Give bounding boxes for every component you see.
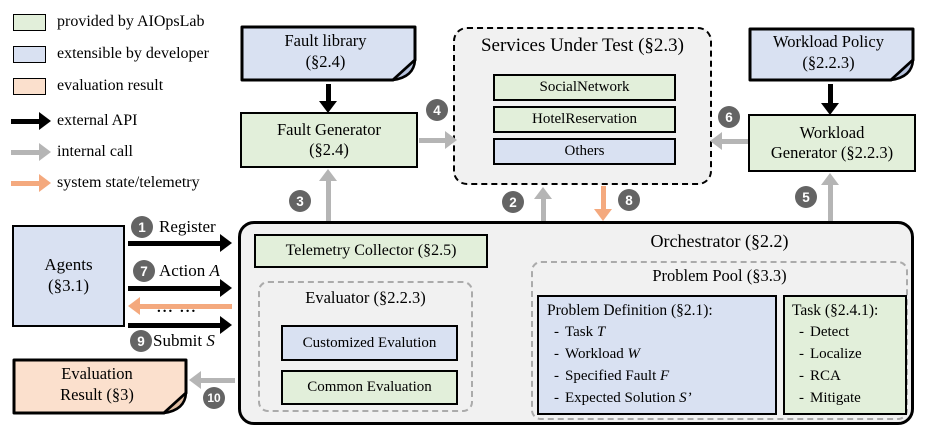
legend-external-api-arrow-icon (11, 112, 51, 130)
document-shape-icon (748, 27, 915, 82)
task-item: -Detect (799, 324, 850, 340)
fault-library-to-generator-arrow (319, 84, 337, 113)
fault-generator-section: (§2.4) (309, 140, 349, 159)
step-badge-3: 3 (289, 190, 311, 212)
step-badge-4: 4 (426, 99, 448, 121)
service-socialnetwork: SocialNetwork (493, 74, 676, 101)
agents-title: Agents (44, 255, 93, 275)
fault-library-section: (§2.4) (305, 51, 346, 71)
fault-library-title: Fault library (284, 30, 367, 50)
legend-swatch-provided (13, 14, 46, 31)
task-item: -RCA (799, 368, 841, 384)
fault-library-doc: Fault library (§2.4) (240, 25, 417, 82)
legend-label-external-api: external API (57, 112, 138, 129)
problem-definition-item: -Workload W (554, 346, 641, 362)
services-telemetry-arrow (594, 186, 612, 221)
problem-definition-title: Problem Definition (§2.1): (547, 302, 713, 319)
problem-definition-box: Problem Definition (§2.1): -Task T -Work… (537, 295, 777, 415)
document-shape-icon (12, 358, 188, 415)
legend-label-telemetry: system state/telemetry (57, 174, 200, 191)
dots-label: ... ... (157, 300, 198, 316)
problem-pool-title: Problem Pool (§3.3) (652, 266, 787, 285)
orchestrator-container: Orchestrator (§2.2) Telemetry Collector … (238, 221, 914, 425)
step-badge-5: 5 (795, 186, 817, 208)
workload-generator-box: Workload Generator (§2.2.3) (748, 114, 916, 172)
submit-label: Submit S (153, 331, 215, 350)
step-badge-10: 10 (203, 387, 225, 409)
step-badge-2: 2 (502, 191, 524, 213)
evaluator-title: Evaluator (§2.2.3) (305, 288, 426, 307)
services-under-test-title: Services Under Test (§2.3) (480, 35, 685, 56)
agents-section: (§3.1) (47, 276, 90, 295)
service-others: Others (493, 138, 676, 165)
result-output-arrow (189, 371, 235, 389)
problem-pool-container: Problem Pool (§3.3) Problem Definition (… (531, 261, 908, 420)
workload-to-services-arrow (710, 132, 748, 150)
legend-label-internal-call: internal call (57, 143, 133, 160)
workload-policy-doc: Workload Policy (§2.2.3) (748, 27, 915, 82)
fault-generator-box: Fault Generator (§2.4) (240, 112, 418, 168)
legend-telemetry-arrow-icon (11, 174, 51, 192)
register-arrow (128, 234, 232, 252)
evaluator-container: Evaluator (§2.2.3) Customized Evalution … (258, 281, 473, 412)
workload-generator-title: Workload (799, 122, 865, 142)
legend-label-provided: provided by AIOpsLab (57, 13, 205, 30)
register-label: Register (159, 217, 216, 236)
action-arrow (128, 279, 232, 297)
orchestrator-to-faultgen-arrow (319, 169, 337, 221)
task-item: -Mitigate (799, 390, 861, 406)
agents-box: Agents (§3.1) (12, 225, 125, 327)
orchestrator-to-services-arrow (534, 187, 552, 221)
workload-policy-section: (§2.2.3) (802, 52, 855, 72)
problem-definition-item: -Specified Fault F (554, 368, 670, 384)
evaluation-result-section: Result (§3) (60, 384, 134, 404)
evaluation-result-doc: Evaluation Result (§3) (12, 358, 188, 415)
fault-to-services-arrow (419, 131, 457, 149)
task-item: -Localize (799, 346, 862, 362)
service-hotelreservation: HotelReservation (493, 106, 676, 133)
legend-label-evaluation: evaluation result (57, 77, 164, 94)
fault-generator-title: Fault Generator (276, 119, 381, 139)
submit-arrow (128, 316, 232, 334)
document-shape-icon (240, 25, 417, 82)
customized-evaluation-box: Customized Evalution (281, 325, 458, 361)
problem-definition-item: -Task T (554, 324, 606, 340)
problem-definition-item: -Expected Solution S’ (554, 390, 692, 406)
evaluation-result-title: Evaluation (61, 363, 133, 383)
step-badge-6: 6 (718, 106, 740, 128)
action-label: Action A (159, 261, 220, 280)
step-badge-1: 1 (131, 216, 153, 238)
orchestrator-title: Orchestrator (§2.2) (650, 231, 789, 251)
services-under-test-container: Services Under Test (§2.3) SocialNetwork… (453, 27, 712, 185)
legend-label-extensible: extensible by developer (57, 45, 209, 62)
step-badge-9: 9 (130, 330, 152, 352)
workload-policy-title: Workload Policy (773, 31, 884, 51)
legend-internal-call-arrow-icon (11, 143, 51, 161)
task-box: Task (§2.4.1): -Detect -Localize -RCA -M… (783, 295, 907, 415)
orchestrator-to-workloadgen-arrow (821, 173, 839, 221)
telemetry-return-arrow (128, 297, 232, 315)
policy-to-generator-arrow (821, 84, 839, 115)
task-title: Task (§2.4.1): (792, 302, 879, 319)
step-badge-7: 7 (133, 260, 155, 282)
step-badge-8: 8 (618, 189, 640, 211)
telemetry-collector-box: Telemetry Collector (§2.5) (254, 234, 488, 268)
workload-generator-section: Generator (§2.2.3) (770, 143, 894, 162)
legend-swatch-extensible (13, 46, 46, 63)
legend-swatch-evaluation (13, 78, 46, 95)
common-evaluation-box: Common Evaluation (281, 370, 458, 405)
